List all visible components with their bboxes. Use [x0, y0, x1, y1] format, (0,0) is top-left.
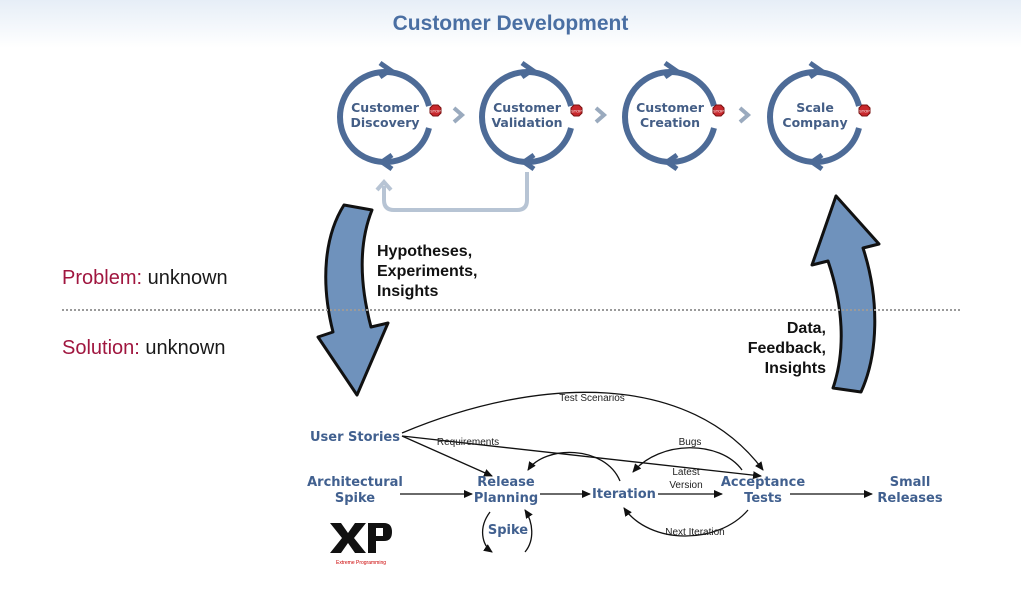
chevron-right-icon: [738, 106, 752, 124]
stop-sign-icon: STOP: [570, 104, 583, 117]
problem-key: Problem:: [62, 267, 143, 289]
chevron-up-icon: [375, 178, 393, 192]
stage-cycle-validation: [479, 60, 574, 172]
xp-spike: Spike: [488, 523, 528, 538]
svg-text:STOP: STOP: [713, 109, 724, 114]
stop-sign-icon: STOP: [858, 104, 871, 117]
down-arrow-caption: Hypotheses, Experiments, Insights: [377, 243, 478, 300]
xp-spike-label: Spike: [335, 491, 375, 506]
edge-label-latest: Latest: [672, 467, 699, 478]
xp-small: Small: [890, 475, 931, 490]
stage-label-line1: Scale: [796, 100, 834, 115]
up-arrow-caption: Data, Feedback, Insights: [747, 320, 826, 377]
svg-text:STOP: STOP: [859, 109, 870, 114]
svg-text:STOP: STOP: [571, 109, 582, 114]
edge-label-bugs: Bugs: [679, 437, 702, 448]
svg-text:Extreme Programming: Extreme Programming: [336, 560, 386, 566]
stop-sign-icon: STOP: [429, 104, 442, 117]
stage-label-line2: Discovery: [350, 115, 419, 130]
divider-line: [62, 309, 960, 311]
edge-label-test-scenarios: Test Scenarios: [559, 393, 625, 404]
down-curved-arrow: [316, 203, 390, 397]
solution-label: Solution: unknown: [62, 337, 225, 360]
chevron-right-icon: [594, 106, 608, 124]
stage-label-line2: Company: [782, 115, 847, 130]
stage-label-line2: Validation: [491, 115, 562, 130]
stage-label-line1: Customer: [351, 100, 420, 115]
stage-cycle-creation: [622, 60, 717, 172]
xp-tests: Tests: [744, 491, 782, 506]
stage-cycle-discovery: [337, 60, 432, 172]
xp-planning: Planning: [474, 491, 538, 506]
stage-label-line2: Creation: [640, 115, 700, 130]
edge-label-next-iteration: Next Iteration: [665, 527, 724, 538]
stage-label-line1: Customer: [636, 100, 705, 115]
edge-label-requirements: Requirements: [437, 437, 499, 448]
edge-label-version: Version: [669, 480, 702, 491]
xp-acceptance: Acceptance: [721, 475, 806, 490]
xp-releases: Releases: [877, 491, 942, 506]
problem-value: unknown: [147, 267, 228, 289]
xp-user-stories: User Stories: [310, 430, 400, 445]
solution-value: unknown: [145, 337, 226, 359]
svg-text:STOP: STOP: [430, 109, 441, 114]
loop-back-arrow: [382, 172, 529, 212]
xp-architectural: Architectural: [307, 475, 403, 490]
xp-iteration: Iteration: [592, 487, 656, 502]
xp-release: Release: [477, 475, 535, 490]
solution-key: Solution:: [62, 337, 140, 359]
up-curved-arrow: [810, 194, 881, 394]
problem-label: Problem: unknown: [62, 267, 228, 290]
stage-label-line1: Customer: [493, 100, 562, 115]
diagram-title: Customer Development: [392, 12, 629, 35]
xp-logo-icon: Extreme Programming: [330, 523, 392, 566]
stage-cycle-scale: [767, 60, 862, 172]
chevron-right-icon: [452, 106, 466, 124]
stop-sign-icon: STOP: [712, 104, 725, 117]
